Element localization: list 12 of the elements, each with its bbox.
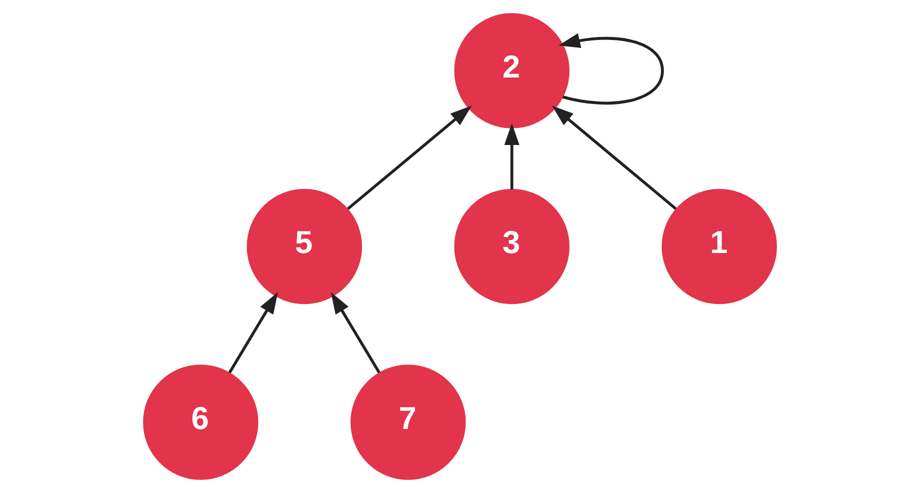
arrow (558, 33, 664, 105)
node-circle: 2 (454, 13, 570, 128)
arrow (228, 292, 278, 374)
node-circle: 5 (246, 188, 362, 304)
arrow (346, 106, 472, 210)
node-circle: 6 (143, 364, 258, 480)
arrow (330, 292, 380, 374)
node-circle: 7 (350, 364, 466, 480)
arrow (504, 123, 520, 190)
arrow (552, 106, 677, 210)
node-circle: 1 (662, 188, 777, 304)
node-circle: 3 (454, 188, 570, 304)
